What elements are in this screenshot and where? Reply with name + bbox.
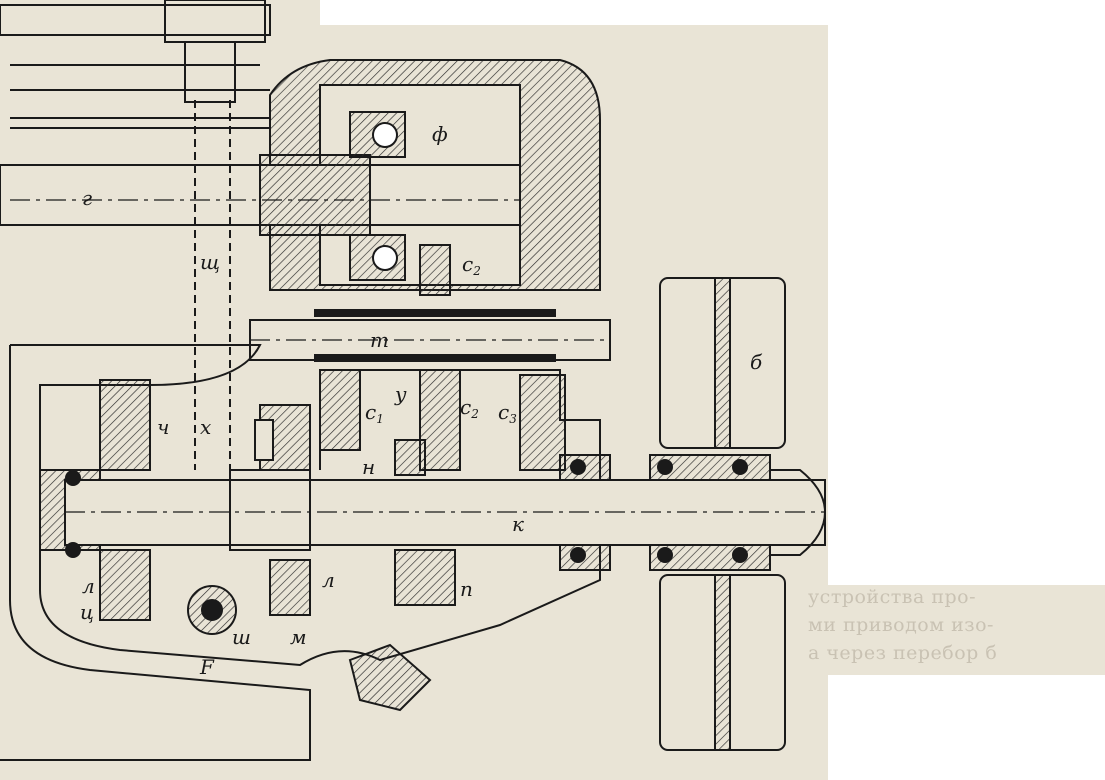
label-m: м — [290, 625, 307, 649]
label-f: ф — [432, 122, 448, 146]
label-c1: с1 — [365, 400, 384, 426]
label-c1-letter: с — [365, 400, 377, 424]
label-c3: с3 — [498, 400, 517, 426]
label-c3-letter: с — [498, 400, 510, 424]
label-c2-mid: с2 — [460, 395, 479, 421]
label-c2-mid-letter: с — [460, 395, 472, 419]
label-ch: ч — [157, 415, 170, 439]
text-line: устройства про- — [808, 586, 976, 608]
label-c2-top-letter: с — [462, 252, 474, 276]
label-g: г — [82, 186, 93, 210]
label-c3-sub: 3 — [509, 412, 517, 426]
label-b: б — [750, 350, 763, 374]
label-u: у — [395, 382, 407, 406]
label-F: F — [200, 655, 214, 679]
label-l-right: л — [322, 568, 335, 592]
label-l-left: л — [82, 574, 95, 598]
paper-background — [0, 0, 320, 780]
label-p: п — [460, 577, 473, 601]
label-t: т — [370, 328, 389, 352]
label-kh: х — [200, 415, 212, 439]
label-k: к — [512, 512, 524, 536]
label-c2-top-sub: 2 — [473, 264, 481, 278]
paper-text-strip — [828, 585, 1105, 675]
label-c2-top: с2 — [462, 252, 481, 278]
text-line: а через перебор б — [808, 642, 998, 664]
label-shch: щ — [200, 250, 221, 274]
text-line: ми приводом изо- — [808, 614, 994, 636]
label-c2-mid-sub: 2 — [471, 407, 479, 421]
label-ts: ц — [80, 600, 94, 624]
label-sh: ш — [232, 625, 251, 649]
label-n: н — [362, 455, 376, 479]
label-c1-sub: 1 — [376, 412, 384, 426]
